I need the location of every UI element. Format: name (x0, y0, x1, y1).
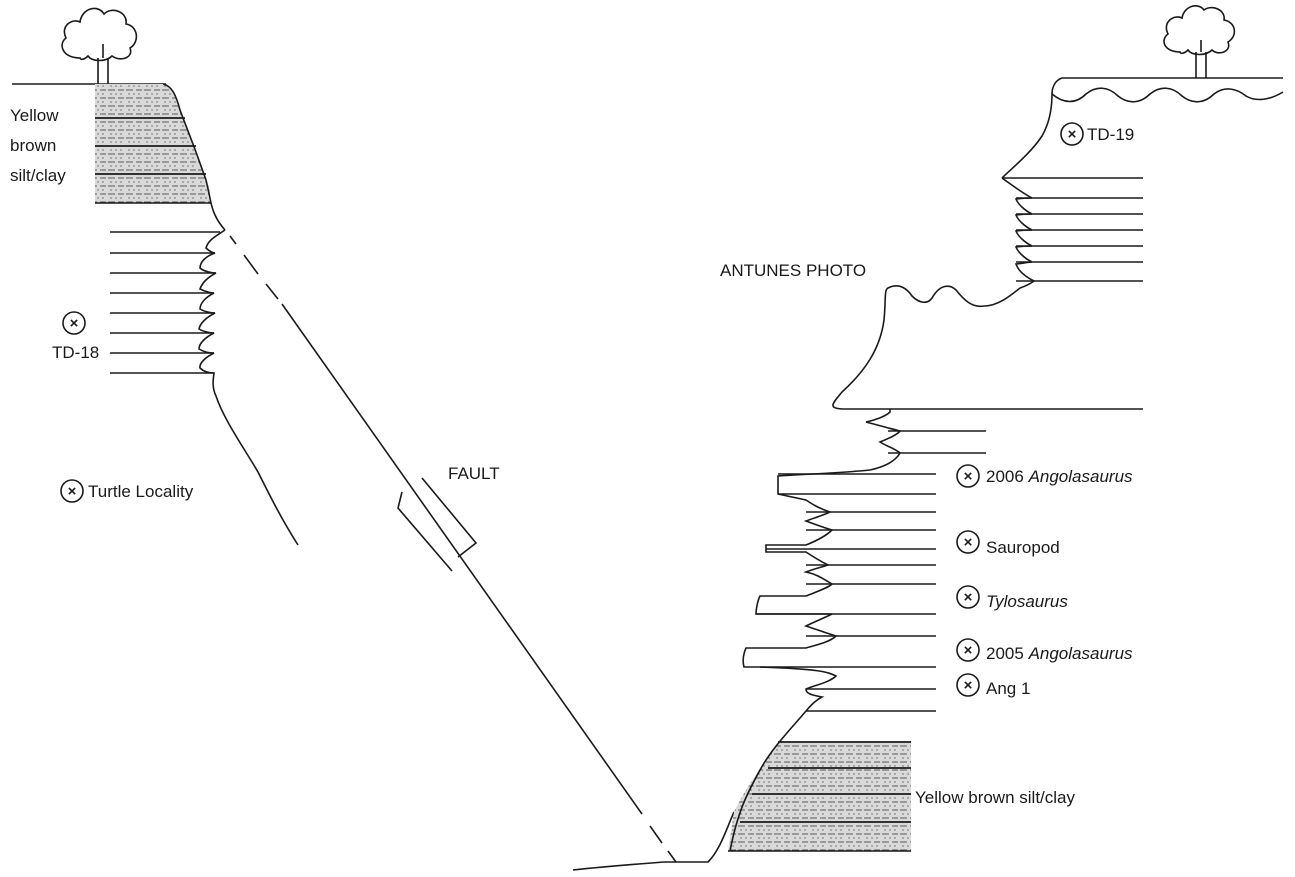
fossil-locality-marker-icon: × (1060, 122, 1084, 146)
svg-text:×: × (964, 468, 973, 485)
right-lower-beds (742, 409, 986, 712)
ang-1-label: Ang 1 (986, 679, 1030, 698)
svg-text:×: × (70, 315, 79, 332)
svg-text:×: × (964, 589, 973, 606)
fossil-locality-marker-icon: × (956, 585, 980, 609)
left-thin-beds (110, 229, 299, 546)
fossil-locality-marker-icon: × (60, 479, 84, 503)
right-unit-label: Yellow brown silt/clay (915, 788, 1075, 807)
fossil-locality-marker-icon: × (62, 311, 86, 335)
right-upper-beds (1001, 177, 1143, 289)
svg-text:×: × (964, 677, 973, 694)
right-silt-clay-bed (728, 710, 911, 852)
svg-text:×: × (964, 642, 973, 659)
antunes-photo-unit (832, 285, 1143, 410)
fossil-locality-marker-icon: × (956, 530, 980, 554)
valley-floor (572, 811, 735, 871)
turtle-locality-label: Turtle Locality (88, 482, 194, 501)
fossil-locality-marker-icon: × (956, 673, 980, 697)
fossil-locality-marker-icon: × (956, 464, 980, 488)
fault-displacement-arrows-icon (397, 477, 478, 572)
angolasaurus-2006-label: 2006 Angolasaurus (986, 467, 1133, 486)
td-18-label: TD-18 (52, 343, 99, 362)
sauropod-label: Sauropod (986, 538, 1060, 557)
angolasaurus-2005-label: 2005 Angolasaurus (986, 644, 1133, 663)
svg-text:×: × (1068, 126, 1077, 143)
tree-icon (61, 7, 138, 84)
td-19-unit (1001, 77, 1284, 179)
svg-text:×: × (68, 483, 77, 500)
tylosaurus-label: Tylosaurus (986, 592, 1068, 611)
left-unit-label-line-3: silt/clay (10, 166, 66, 185)
tree-icon (1163, 5, 1236, 78)
fault-label: FAULT (448, 464, 500, 483)
td-19-label: TD-19 (1087, 125, 1134, 144)
left-unit-label-line-1: Yellow (10, 106, 59, 125)
left-unit-label-line-2: brown (10, 136, 56, 155)
left-silt-clay-bed (95, 83, 226, 231)
fault-line (229, 235, 677, 863)
antunes-photo-label: ANTUNES PHOTO (720, 261, 866, 280)
svg-text:×: × (964, 534, 973, 551)
fossil-locality-marker-icon: × (956, 638, 980, 662)
